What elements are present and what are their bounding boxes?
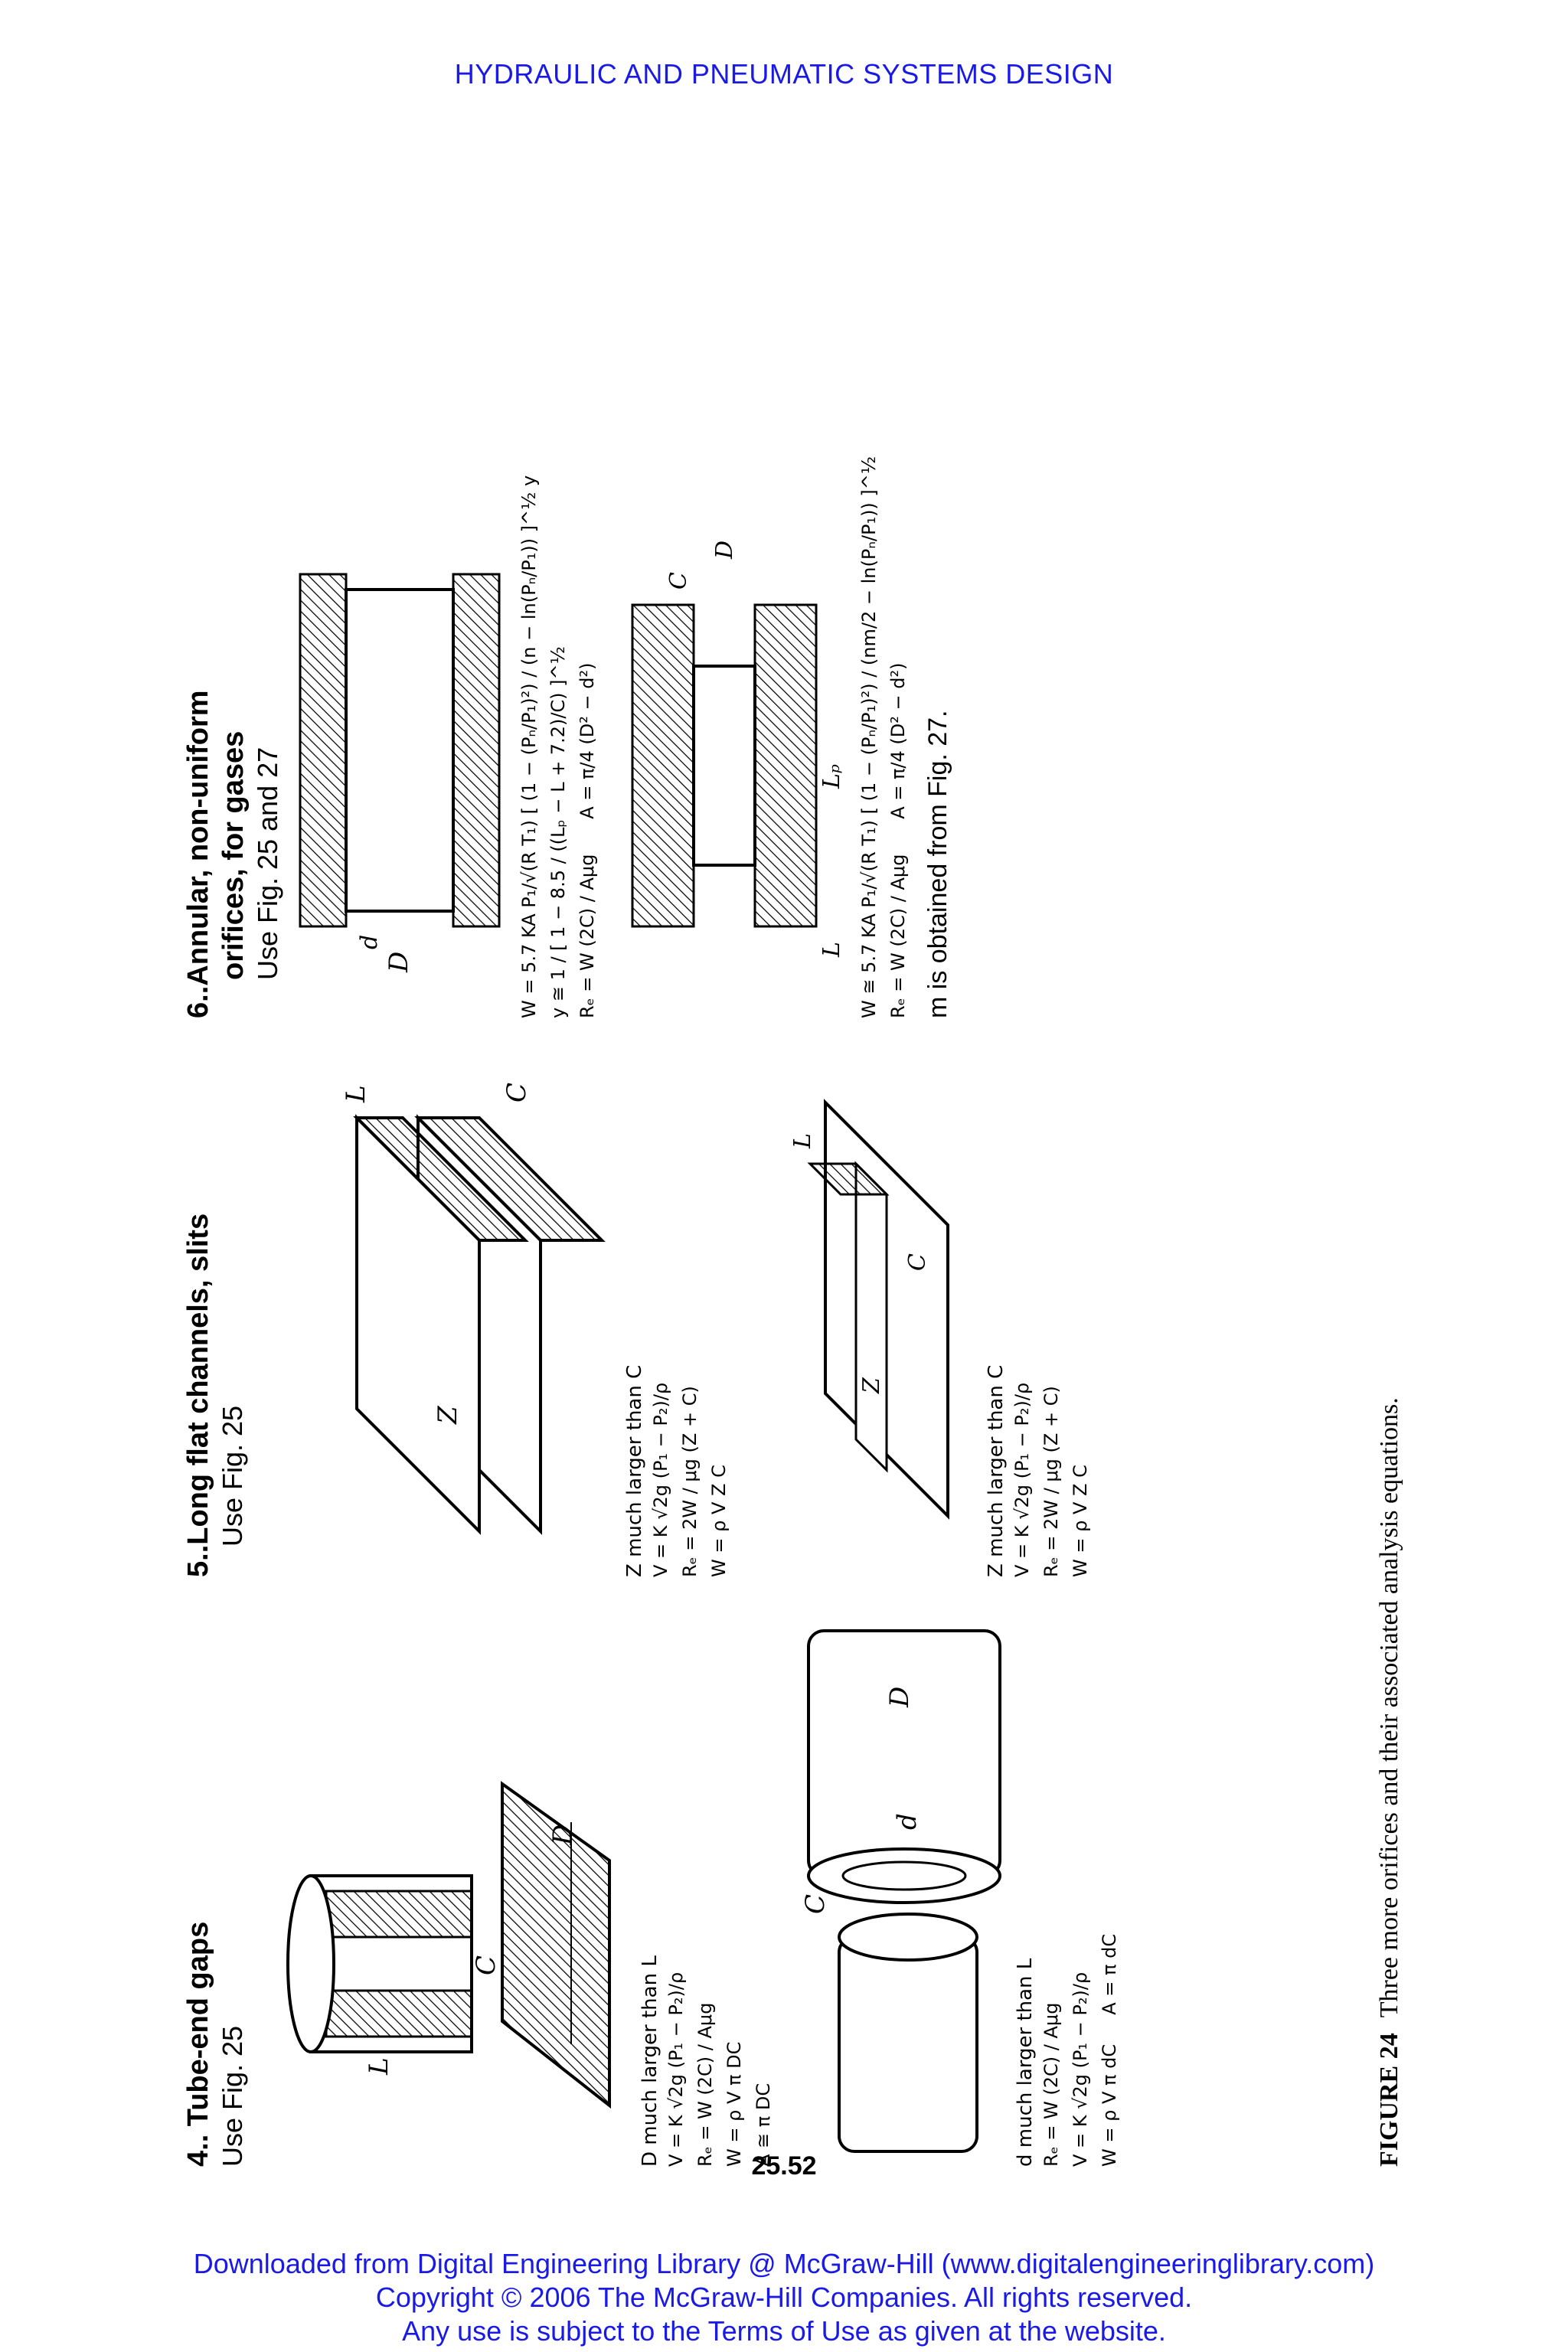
footer-line-3: Any use is subject to the Terms of Use a… (402, 2315, 1166, 2347)
page-number: 25.52 (751, 2151, 817, 2180)
label-L-slit-2: L (789, 1133, 816, 1149)
label-d: d (892, 1813, 923, 1830)
label-L-annular: L (818, 942, 845, 958)
section-5b-eq-2: Rₑ = 2W / μg (Z + C) (1040, 1386, 1062, 1577)
section-4-subtitle: Use Fig. 25 (217, 2025, 248, 2167)
section-4b-condition: d much larger than L (1014, 1958, 1037, 2167)
section-4a-condition: D much larger than L (639, 1955, 662, 2167)
section-4a-eq-4: A ≅ π DC (753, 2082, 774, 2167)
label-d-annular: d (356, 935, 383, 949)
slit-channel-diagram: Z L C (341, 1083, 606, 1535)
section-4-title: 4.. Tube-end gaps (182, 1921, 214, 2167)
section-6a-eq-1: W = 5.7 KA P₁/√(R T₁) [ (1 − (Pₙ/P₁)²) /… (518, 475, 540, 1018)
label-Z-2: Z (858, 1377, 885, 1394)
section-5b-eq-1: V = K √2g (P₁ − P₂)/ρ (1011, 1382, 1033, 1577)
section-6-title-2: orifices, for gases (217, 730, 250, 980)
section-4a-eq-3: W = ρ V π DC (724, 2041, 745, 2167)
section-6b-eq-1: W ≅ 5.7 KA P₁/√(R T₁) [ (1 − (Pₙ/P₁)²) /… (858, 456, 880, 1018)
section-5-subtitle: Use Fig. 25 (217, 1405, 248, 1547)
figure-24-rotated: 4.. Tube-end gaps Use Fig. 25 L C D D mu… (181, 456, 1436, 2167)
section-6a-eq-2: y ≅ 1 / [ 1 − 8.5 / ((Lₚ − L + 7.2)/C) ]… (547, 646, 569, 1018)
section-4b-eq-1: Rₑ = W (2C) / Aμg (1040, 2002, 1062, 2167)
section-5-title: 5..Long flat channels, slits (182, 1213, 214, 1577)
section-4b-eq-3: W = ρ V π dC A = π dC (1099, 1933, 1120, 2167)
section-6b-eq-2: Rₑ = W (2C) / Aμg A = π/4 (D² − d²) (887, 662, 909, 1018)
section-long-flat-channels: 5..Long flat channels, slits Use Fig. 25… (181, 1041, 1436, 1577)
section-4a-eq-1: V = K √2g (P₁ − P₂)/ρ (665, 1971, 687, 2167)
annular-stepped-diagram: C D Lₚ L (631, 541, 845, 958)
label-C-annular: C (665, 572, 692, 590)
section-5a-condition: Z much larger than C (623, 1364, 646, 1577)
section-5a-eq-2: Rₑ = 2W / μg (Z + C) (679, 1386, 701, 1577)
section-6-note: m is obtained from Fig. 27. (923, 710, 952, 1018)
section-annular-orifices: 6..Annular, non-uniform orifices, for ga… (181, 456, 1436, 1018)
figure-caption-text: Three more orifices and their associated… (1375, 1397, 1403, 2018)
section-tube-end-gaps: 4.. Tube-end gaps Use Fig. 25 L C D D mu… (181, 1600, 1436, 2167)
section-5a-eq-3: W = ρ V Z C (708, 1465, 730, 1577)
label-D-annular-2: D (711, 541, 738, 560)
label-D: D (547, 1824, 578, 1846)
tube-pair-diagram: C d D (800, 1629, 1001, 2153)
figure-caption-label: FIGURE 24 (1375, 2033, 1403, 2167)
section-6-title: 6..Annular, non-uniform (182, 690, 214, 1018)
footer-line-2: Copyright © 2006 The McGraw-Hill Compani… (375, 2282, 1193, 2313)
annular-labyrinth-diagram: D d (299, 573, 501, 973)
section-6a-eq-3: Rₑ = W (2C) / Aμg A = π/4 (D² − d²) (577, 662, 598, 1018)
label-C: C (471, 1955, 501, 1975)
section-4a-eq-2: Rₑ = W (2C) / Aμg (694, 2002, 716, 2167)
label-C-slit: C (501, 1083, 532, 1102)
section-5a-eq-1: V = K √2g (P₁ − P₂)/ρ (650, 1382, 671, 1577)
label-Z: Z (433, 1405, 463, 1425)
label-C-2: C (800, 1894, 831, 1914)
section-5b-condition: Z much larger than C (985, 1364, 1008, 1577)
section-5b-eq-3: W = ρ V Z C (1070, 1465, 1091, 1577)
section-4b-eq-2: V = K √2g (P₁ − P₂)/ρ (1070, 1971, 1091, 2167)
section-6-subtitle: Use Fig. 25 and 27 (252, 746, 283, 980)
footer-line-1[interactable]: Downloaded from Digital Engineering Libr… (193, 2248, 1375, 2279)
slit-channel-diagram-2: Z L C (789, 1099, 949, 1520)
label-C-slit-2: C (904, 1253, 931, 1271)
tube-end-gap-diagram: L C D (286, 1781, 611, 2109)
figure-caption: FIGURE 24 Three more orifices and their a… (1375, 467, 1404, 2167)
label-Lp: Lₚ (818, 764, 845, 789)
label-L-slit: L (341, 1085, 371, 1103)
label-L: L (364, 2057, 394, 2076)
label-D-annular: D (384, 952, 414, 973)
download-footer: Downloaded from Digital Engineering Libr… (0, 2247, 1568, 2348)
label-D-2: D (884, 1687, 915, 1708)
running-header: HYDRAULIC AND PNEUMATIC SYSTEMS DESIGN (454, 58, 1114, 90)
